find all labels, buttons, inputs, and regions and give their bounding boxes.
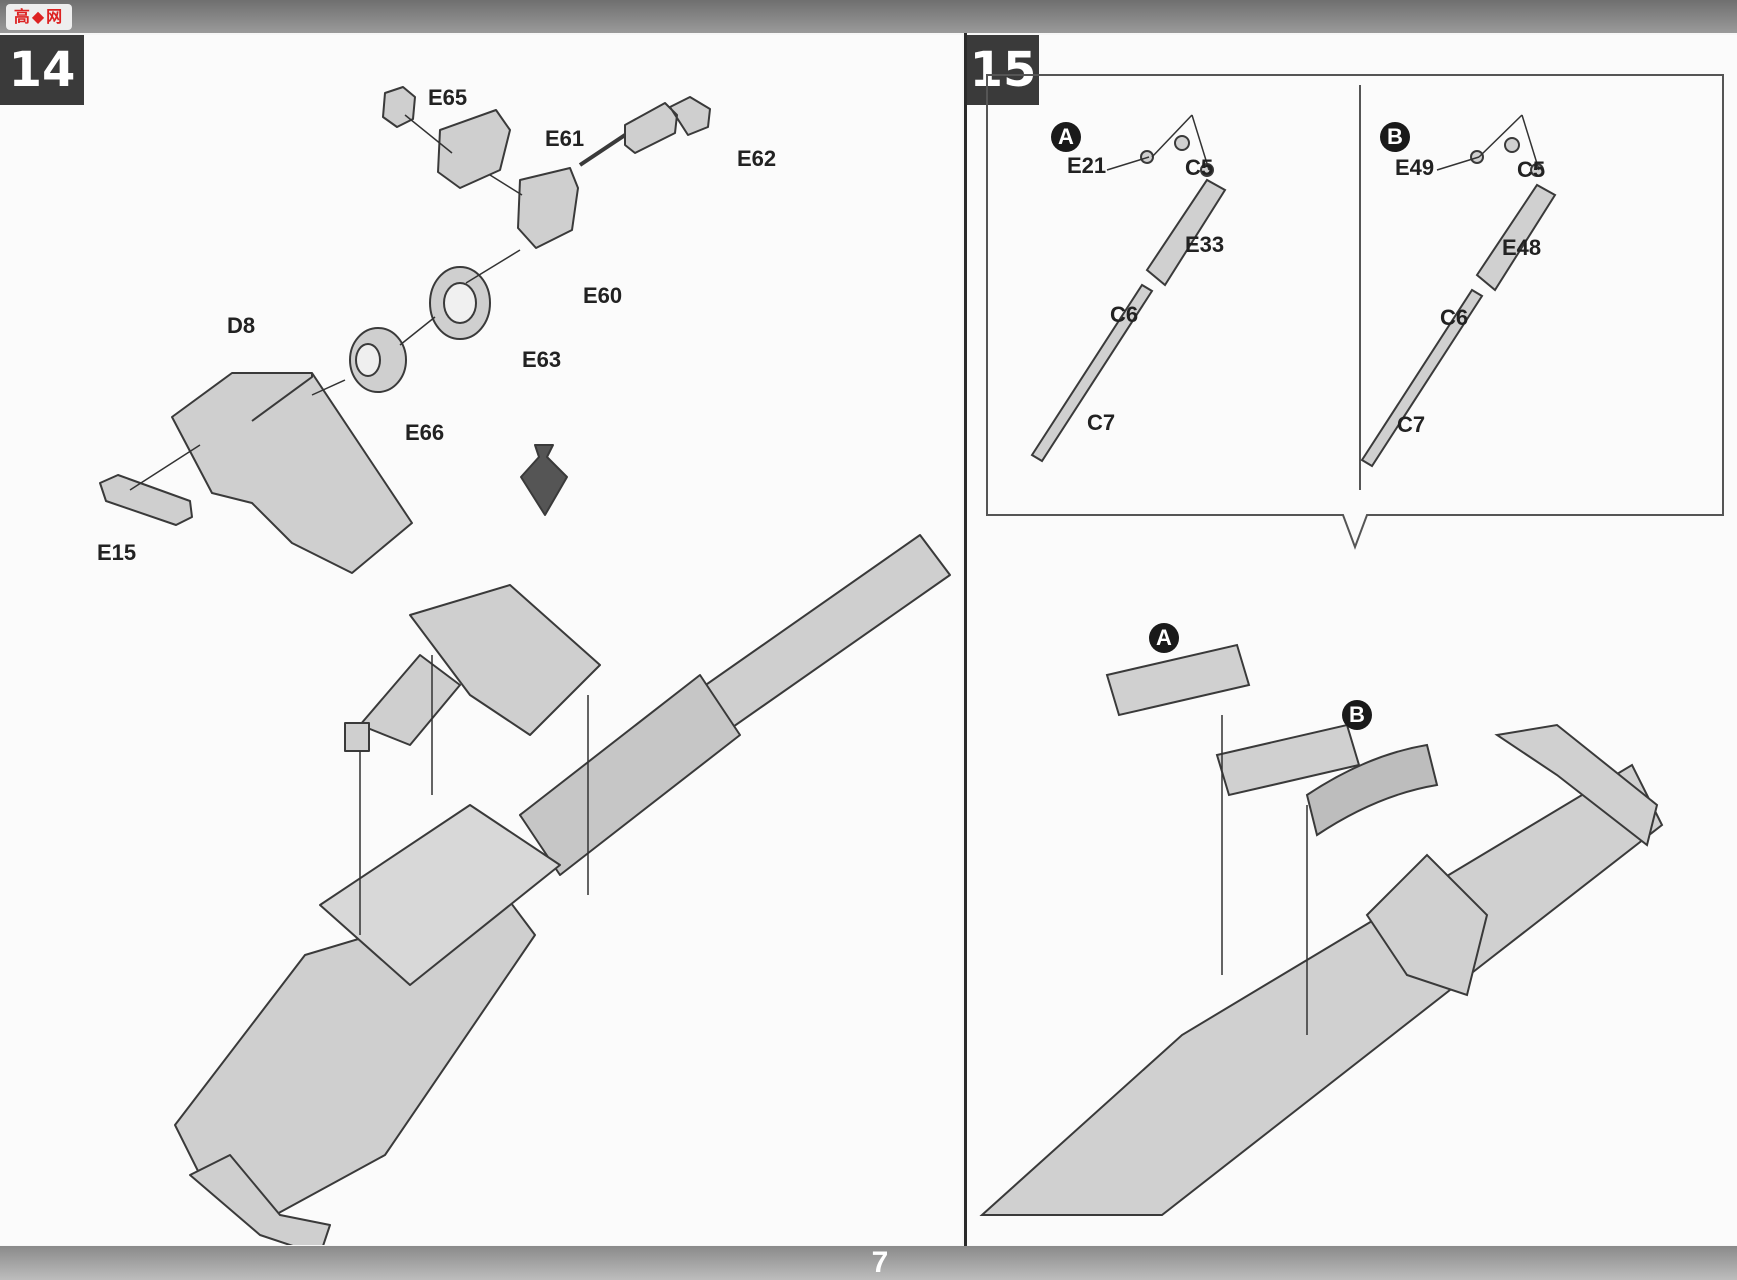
- label-b-c7: C7: [1397, 412, 1426, 437]
- main-tag-a: A: [1149, 623, 1179, 653]
- variant-a-tag: A: [1051, 122, 1081, 152]
- label-e61: E61: [545, 126, 585, 151]
- label-b-e49: E49: [1395, 155, 1435, 180]
- step-14-panel: 14: [0, 35, 962, 1245]
- gun-cradle: [319, 804, 561, 986]
- variant-b-tag: B: [1380, 122, 1410, 152]
- step-15-drawing: [979, 74, 1724, 1216]
- part-e60-shape: [517, 167, 579, 249]
- sight-tube: [359, 654, 461, 746]
- variant-a-c6: [1145, 178, 1227, 287]
- callout-frame: [986, 74, 1724, 550]
- label-a-c7: C7: [1087, 410, 1116, 435]
- gun-mount-support: [1365, 853, 1489, 997]
- main-shock-a: [1105, 643, 1251, 717]
- label-d8: D8: [227, 313, 256, 338]
- part-e15-shape: [99, 474, 193, 526]
- part-e61-shape: [437, 109, 511, 189]
- variant-a-c7: [1030, 283, 1154, 463]
- variant-b-c6: [1475, 183, 1557, 292]
- variant-b-c7: [1360, 288, 1484, 468]
- label-a-c5: C5: [1185, 155, 1214, 180]
- gun-mount-trail: [1494, 723, 1659, 847]
- sight-housing: [409, 584, 601, 736]
- label-a-c6: C6: [1110, 302, 1139, 327]
- part-e65-shape: [382, 86, 416, 128]
- step-15-panel: 15: [967, 35, 1737, 1245]
- top-bar: 高◆网: [0, 0, 1737, 33]
- step-14-number: 14: [0, 35, 84, 105]
- part-e62-shape: [624, 96, 711, 154]
- step-14-drawing: [99, 86, 951, 1245]
- label-b-e48: E48: [1502, 235, 1542, 260]
- label-e66: E66: [405, 420, 445, 445]
- variant-a-c5: [1174, 135, 1190, 151]
- label-e60: E60: [583, 283, 623, 308]
- label-e63: E63: [522, 347, 562, 372]
- sight-eyepiece: [344, 722, 370, 752]
- main-tag-b: B: [1342, 700, 1372, 730]
- label-b-c6: C6: [1440, 305, 1469, 330]
- front-handles: [189, 1154, 331, 1245]
- step-15-number: 15: [967, 35, 1039, 105]
- label-e62: E62: [737, 146, 777, 171]
- part-d8-shape: [171, 372, 413, 574]
- label-b-c5: C5: [1517, 157, 1546, 182]
- assembly-arrow: [520, 444, 568, 516]
- bottom-bar: [0, 1246, 1737, 1280]
- variant-b-c5: [1504, 137, 1520, 153]
- watermark-logo: 高◆网: [6, 4, 72, 30]
- gun-mount-arc: [1305, 743, 1439, 837]
- page-divider: [964, 33, 967, 1246]
- page-number: 7: [871, 1246, 889, 1279]
- gun-mount-body: [979, 763, 1664, 1216]
- label-a-e33: E33: [1185, 232, 1225, 257]
- label-e15: E15: [97, 540, 137, 565]
- label-a-e21: E21: [1067, 153, 1107, 178]
- label-e65: E65: [428, 85, 468, 110]
